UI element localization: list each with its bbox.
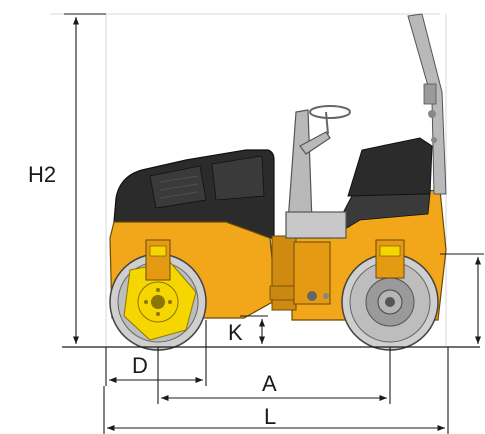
steering-assembly [285,105,351,239]
rear-drum [341,239,439,351]
dimension-label-k: K [228,320,243,345]
dimension-label-d: D [132,353,148,378]
operator-seat [347,137,433,197]
front-drum [109,239,207,351]
dimension-label-l: L [264,404,277,429]
dimension-label-h2: H2 [28,162,57,187]
guide-lines [50,13,447,346]
dimension-label-a: A [262,371,277,396]
dimension-lines [64,13,484,434]
roller-machine [109,13,447,351]
